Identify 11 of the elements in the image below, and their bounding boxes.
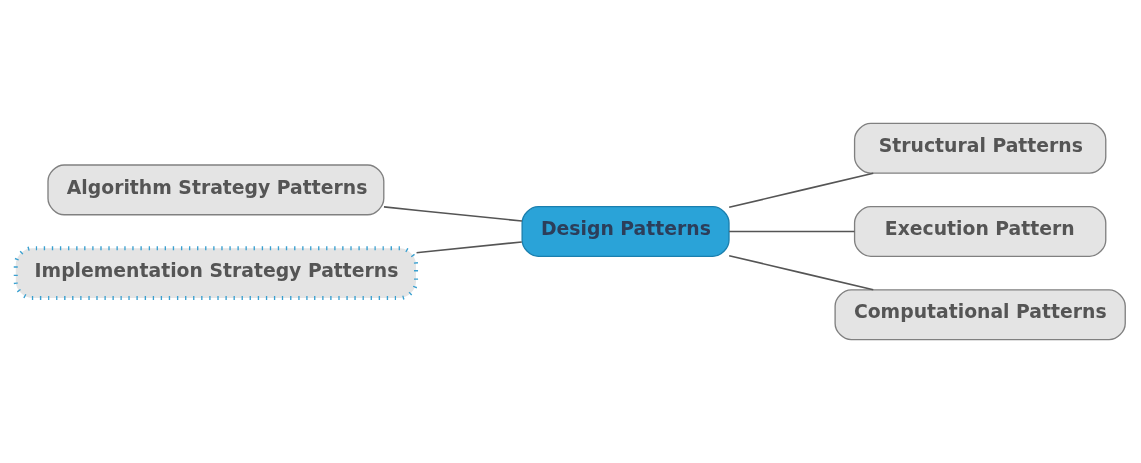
node-box: Execution Pattern [853,206,1107,258]
node-box: Structural Patterns [853,122,1107,174]
connector [728,254,875,291]
node-box: Implementation Strategy Patterns [13,246,419,300]
connector [383,206,523,222]
connector [728,172,875,209]
node-box: Computational Patterns [834,289,1126,341]
node-box: Algorithm Strategy Patterns [47,164,385,216]
node-box: Design Patterns [521,206,730,258]
connector [728,230,856,233]
connector [415,241,523,254]
